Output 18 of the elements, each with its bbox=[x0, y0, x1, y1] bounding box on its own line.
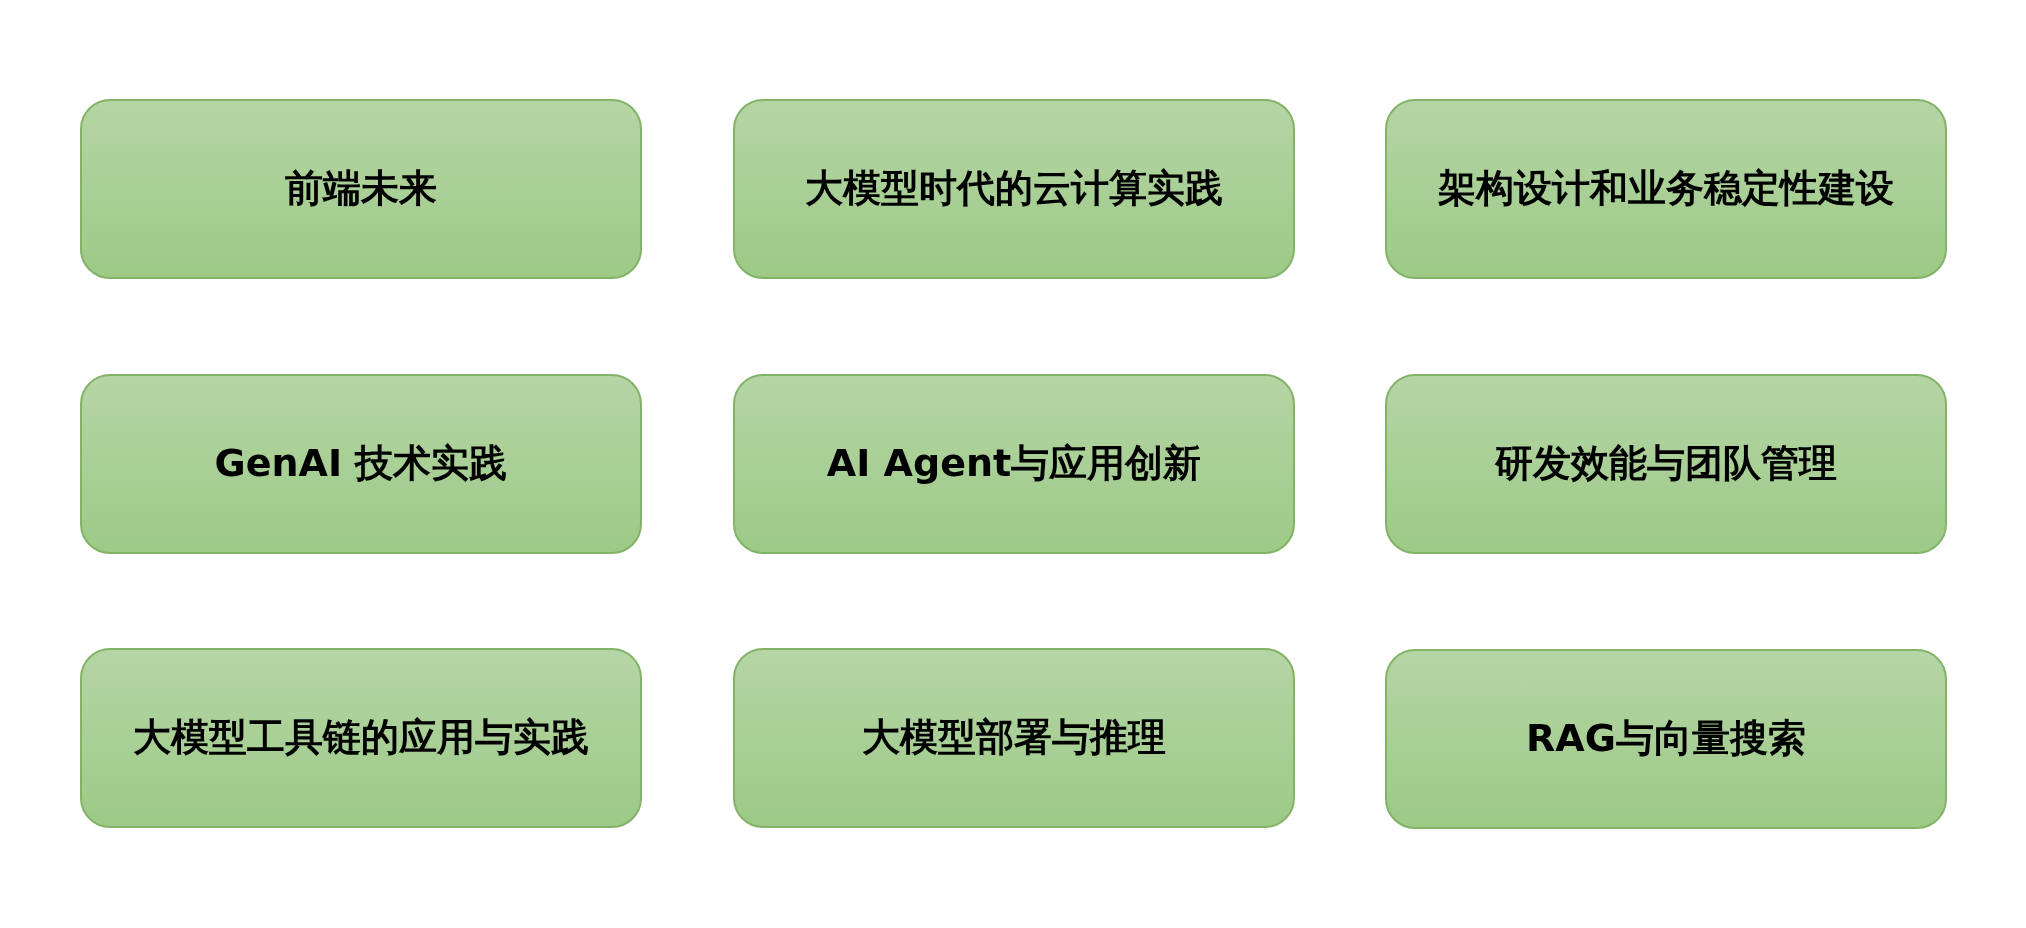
topic-label: 前端未来 bbox=[285, 166, 437, 212]
topic-label: RAG与向量搜索 bbox=[1526, 716, 1806, 762]
topic-label: 研发效能与团队管理 bbox=[1495, 441, 1837, 487]
topic-box bbox=[733, 99, 1295, 279]
topic-label: 大模型工具链的应用与实践 bbox=[133, 715, 589, 761]
topic-box bbox=[1385, 374, 1947, 554]
topic-box bbox=[1385, 99, 1947, 279]
topic-label: AI Agent与应用创新 bbox=[826, 441, 1202, 487]
topic-box bbox=[1385, 649, 1947, 829]
topic-label: GenAI 技术实践 bbox=[214, 441, 508, 487]
topic-box bbox=[733, 648, 1295, 828]
topic-label: 大模型时代的云计算实践 bbox=[805, 166, 1223, 212]
topic-box bbox=[80, 99, 642, 279]
topic-box bbox=[733, 374, 1295, 554]
topic-box bbox=[80, 374, 642, 554]
topic-box bbox=[80, 648, 642, 828]
topic-label: 大模型部署与推理 bbox=[862, 715, 1166, 761]
topic-label: 架构设计和业务稳定性建设 bbox=[1438, 166, 1894, 212]
